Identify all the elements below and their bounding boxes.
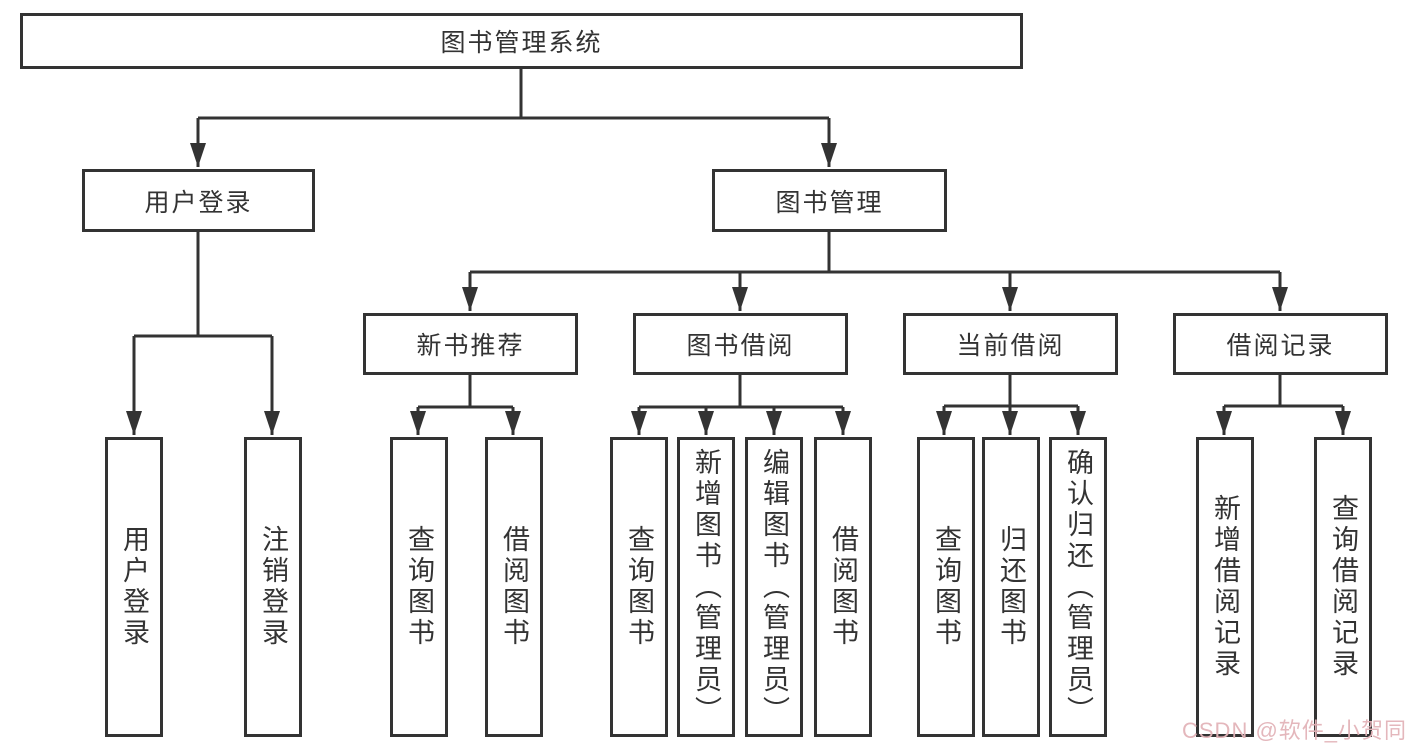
- leaf-search-borrow-record: 查询借阅记录: [1314, 437, 1372, 737]
- node-new-book-recommend: 新书推荐: [363, 313, 578, 375]
- node-current-borrow: 当前借阅: [903, 313, 1118, 375]
- leaf-search-borrow-record-label: 查询借阅记录: [1328, 494, 1358, 680]
- node-book-borrow-label: 图书借阅: [686, 332, 795, 360]
- node-current-borrow-label: 当前借阅: [956, 332, 1065, 360]
- leaf-recommend-search-books: 查询图书: [390, 437, 448, 737]
- leaf-add-books-admin-label: 新增图书（管理员）: [691, 447, 721, 727]
- leaf-borrow-search-books: 查询图书: [610, 437, 668, 737]
- node-borrow-records: 借阅记录: [1173, 313, 1388, 375]
- leaf-logout: 注销登录: [244, 437, 302, 737]
- leaf-confirm-return-admin: 确认归还（管理员）: [1049, 437, 1107, 737]
- leaf-current-search-books: 查询图书: [917, 437, 975, 737]
- leaf-edit-books-admin: 编辑图书（管理员）: [745, 437, 803, 737]
- leaf-recommend-borrow-books-label: 借阅图书: [499, 525, 529, 649]
- leaf-add-books-admin: 新增图书（管理员）: [677, 437, 735, 737]
- leaf-logout-label: 注销登录: [258, 525, 288, 649]
- leaf-current-search-books-label: 查询图书: [931, 525, 961, 649]
- leaf-recommend-borrow-books: 借阅图书: [485, 437, 543, 737]
- node-book-borrow: 图书借阅: [633, 313, 848, 375]
- node-user-login: 用户登录: [82, 169, 315, 232]
- node-book-management-label: 图书管理: [775, 188, 884, 217]
- leaf-borrow-search-books-label: 查询图书: [624, 525, 654, 649]
- node-root: 图书管理系统: [20, 13, 1023, 69]
- node-root-label: 图书管理系统: [440, 29, 603, 57]
- leaf-add-borrow-record: 新增借阅记录: [1196, 437, 1254, 737]
- leaf-confirm-return-admin-label: 确认归还（管理员）: [1063, 447, 1093, 727]
- leaf-user-login: 用户登录: [105, 437, 163, 737]
- node-borrow-records-label: 借阅记录: [1226, 332, 1335, 360]
- node-book-management: 图书管理: [712, 169, 947, 232]
- leaf-borrow-books: 借阅图书: [814, 437, 872, 737]
- leaf-edit-books-admin-label: 编辑图书（管理员）: [759, 447, 789, 727]
- node-new-book-recommend-label: 新书推荐: [416, 332, 525, 360]
- leaf-return-books-label: 归还图书: [996, 525, 1026, 649]
- leaf-add-borrow-record-label: 新增借阅记录: [1210, 494, 1240, 680]
- leaf-borrow-books-label: 借阅图书: [828, 525, 858, 649]
- leaf-recommend-search-books-label: 查询图书: [404, 525, 434, 649]
- leaf-user-login-label: 用户登录: [119, 525, 149, 649]
- leaf-return-books: 归还图书: [982, 437, 1040, 737]
- node-user-login-label: 用户登录: [144, 188, 253, 217]
- csdn-watermark: CSDN @软件_小贺同学: [1182, 718, 1405, 743]
